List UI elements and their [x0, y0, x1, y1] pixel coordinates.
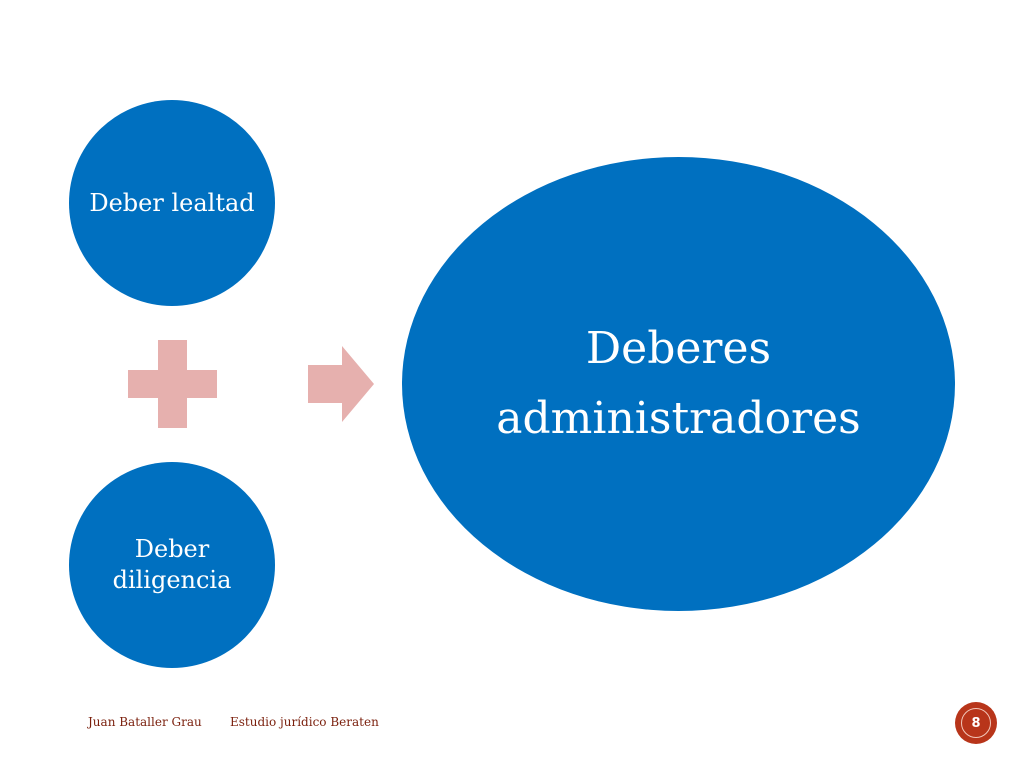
plus-operator-icon	[128, 340, 217, 428]
result-line-2: administradores	[496, 393, 861, 444]
arrow-right-shape	[308, 346, 374, 422]
footer-author: Juan Bataller Grau	[88, 715, 202, 729]
node-deberes-administradores: Deberes administradores	[402, 157, 955, 611]
result-line-1: Deberes	[585, 323, 772, 374]
page-number-badge: 8	[955, 702, 997, 744]
node-deber-diligencia: Deber diligencia	[69, 462, 275, 668]
footer-studio: Estudio jurídico Beraten	[230, 715, 379, 729]
arrow-right-icon	[308, 346, 374, 422]
node-deber-diligencia-label: Deber diligencia	[112, 535, 232, 594]
page-number: 8	[961, 708, 991, 738]
node-deberes-administradores-label: Deberes administradores	[449, 314, 909, 454]
plus-horizontal-bar	[128, 370, 217, 398]
node-deber-lealtad: Deber lealtad	[69, 100, 275, 306]
node-deber-lealtad-label: Deber lealtad	[89, 188, 255, 217]
